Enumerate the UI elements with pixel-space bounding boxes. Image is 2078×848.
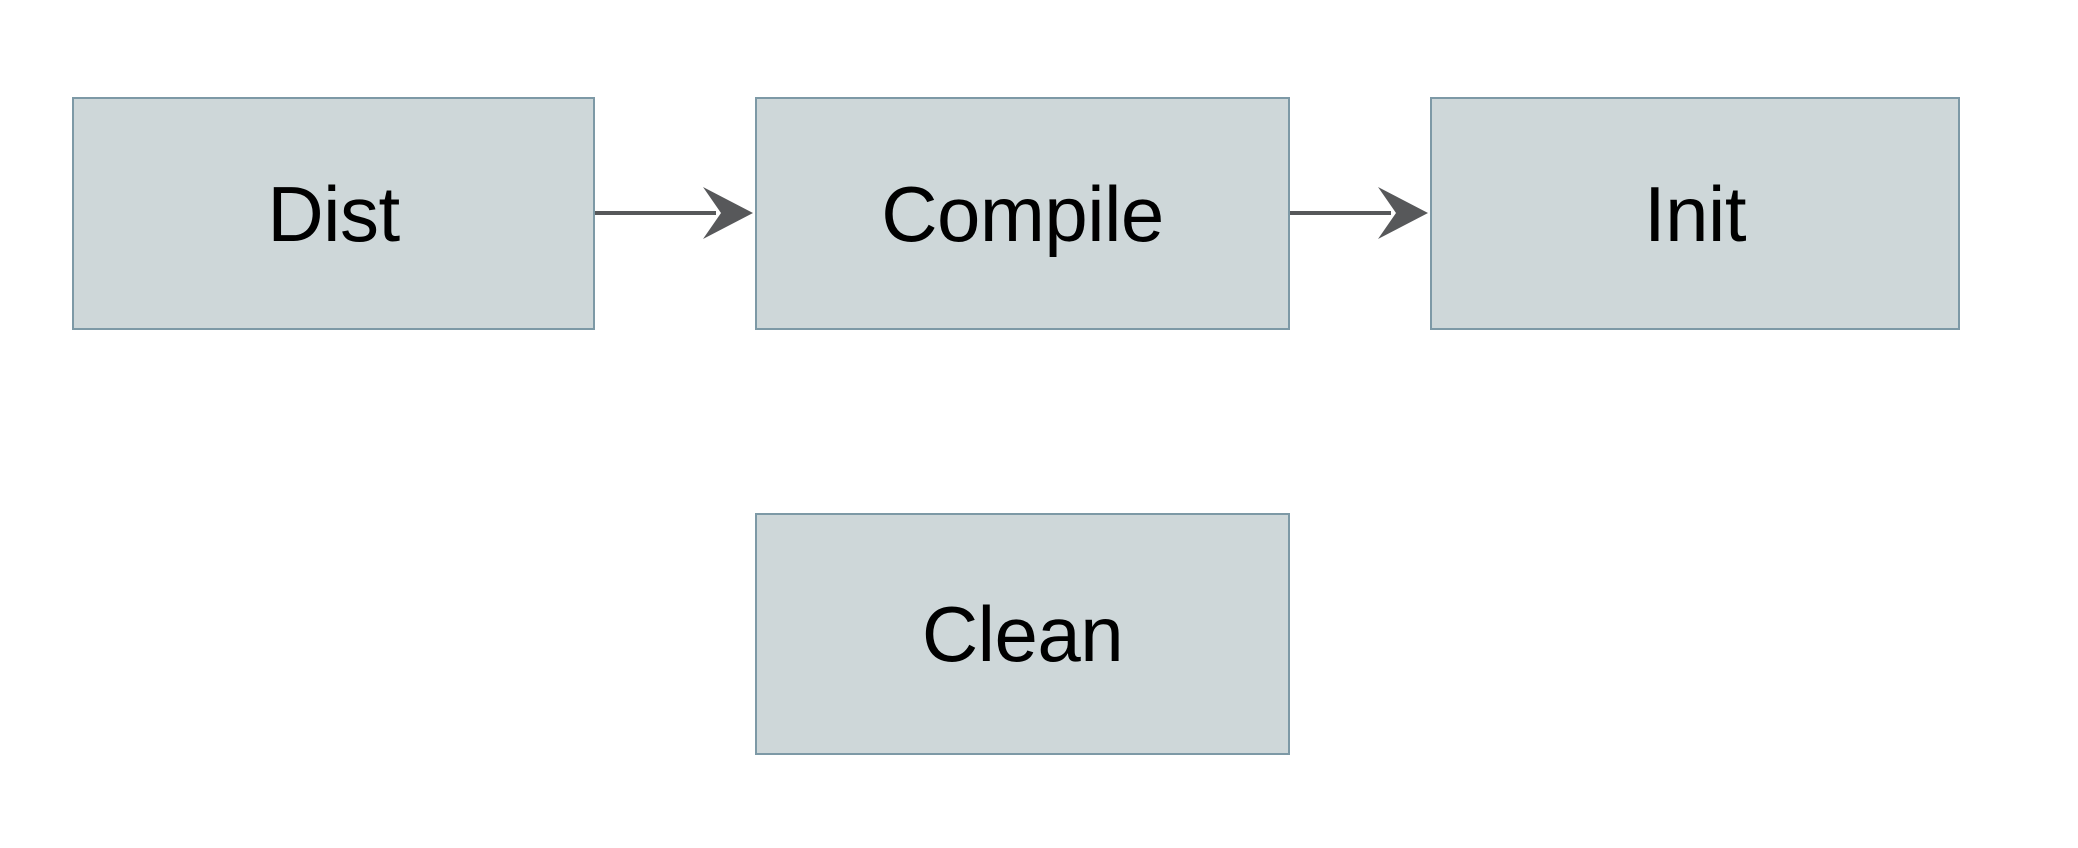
node-label-clean: Clean (921, 590, 1124, 678)
edge-dist-to-compile[interactable] (595, 187, 753, 239)
edge-arrowhead-compile-to-init (1378, 187, 1428, 239)
node-label-compile: Compile (881, 169, 1164, 258)
edge-arrowhead-dist-to-compile (703, 187, 753, 239)
node-label-dist: Dist (267, 169, 400, 258)
node-init[interactable]: Init (1430, 97, 1960, 330)
node-label-init: Init (1643, 169, 1747, 258)
edge-compile-to-init[interactable] (1290, 187, 1428, 239)
node-compile[interactable]: Compile (755, 97, 1290, 330)
node-clean[interactable]: Clean (755, 513, 1290, 755)
node-dist[interactable]: Dist (72, 97, 595, 330)
